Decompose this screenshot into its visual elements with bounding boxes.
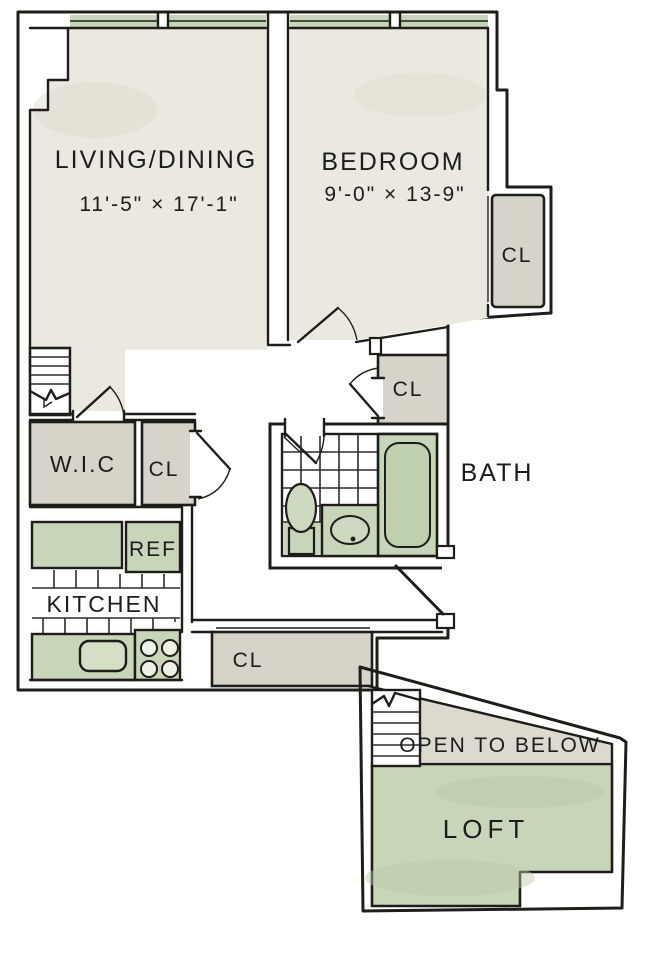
living-label: LIVING/DINING <box>55 146 257 174</box>
wash-blotch <box>354 73 486 117</box>
entry-closet-label: CL <box>233 649 264 672</box>
living-dimensions: 11'-5" × 17'-1" <box>79 193 238 216</box>
refrigerator: REF <box>124 520 182 574</box>
ref-label: REF <box>129 538 177 561</box>
wic-label: W.I.C <box>50 451 116 477</box>
window-band <box>70 11 488 30</box>
sink-vanity <box>320 503 380 558</box>
hall-door <box>75 385 125 419</box>
loft-outer-wall <box>358 665 628 913</box>
bedroom-dimensions: 9'-0" × 13-9" <box>324 183 465 206</box>
kitchen-label: KITCHEN <box>47 591 162 617</box>
wash-blotch <box>365 860 535 896</box>
walk-in-closet: W.I.C <box>28 420 137 507</box>
open-to-below-label: OPEN TO BELOW <box>399 734 600 757</box>
door-jamb <box>368 336 383 356</box>
living-bedroom-partition <box>266 11 292 347</box>
wic-closet: CL <box>140 420 232 507</box>
loft-label: LOFT <box>443 814 529 844</box>
wash-blotch <box>33 82 157 138</box>
loft-unit: OPEN TO BELOW LOFT <box>358 665 628 913</box>
entry-closet: CL <box>210 630 374 688</box>
kitchen-tile <box>32 570 180 633</box>
bath-label: BATH <box>461 459 534 487</box>
hall-closet-label: CL <box>393 378 424 401</box>
bedroom-closet-label: CL <box>502 244 533 267</box>
entry-door <box>394 544 456 630</box>
door-opening <box>190 431 200 497</box>
main-unit: CL CL <box>16 10 553 692</box>
door-opening <box>442 558 453 616</box>
kitchen-sink-counter <box>30 632 137 682</box>
bedroom-door <box>296 306 358 344</box>
bedroom-label: BEDROOM <box>321 148 464 176</box>
bedroom-closet: CL <box>490 193 546 309</box>
door-opening <box>73 411 124 423</box>
kitchen: REF KITCHEN <box>28 503 194 682</box>
stairs-main <box>28 346 72 417</box>
door-opening <box>372 378 383 418</box>
bathroom <box>268 417 450 570</box>
door-opening <box>285 419 324 436</box>
kitchen-counter-top <box>30 520 124 570</box>
bathtub <box>376 432 439 558</box>
hall-bottom-wall <box>190 618 444 634</box>
living-room-floor <box>30 28 268 413</box>
hall-closet: CL <box>348 353 450 427</box>
door-jamb <box>435 544 456 560</box>
left-wall-notch <box>28 26 70 350</box>
bedroom-floor <box>290 28 488 340</box>
toilet <box>284 482 318 556</box>
wash-blotch <box>435 776 605 808</box>
wic-closet-label: CL <box>149 458 180 481</box>
door-jamb <box>435 612 456 630</box>
open-to-below-strip <box>420 698 612 762</box>
stairs-loft <box>370 688 422 768</box>
stove <box>133 628 182 682</box>
